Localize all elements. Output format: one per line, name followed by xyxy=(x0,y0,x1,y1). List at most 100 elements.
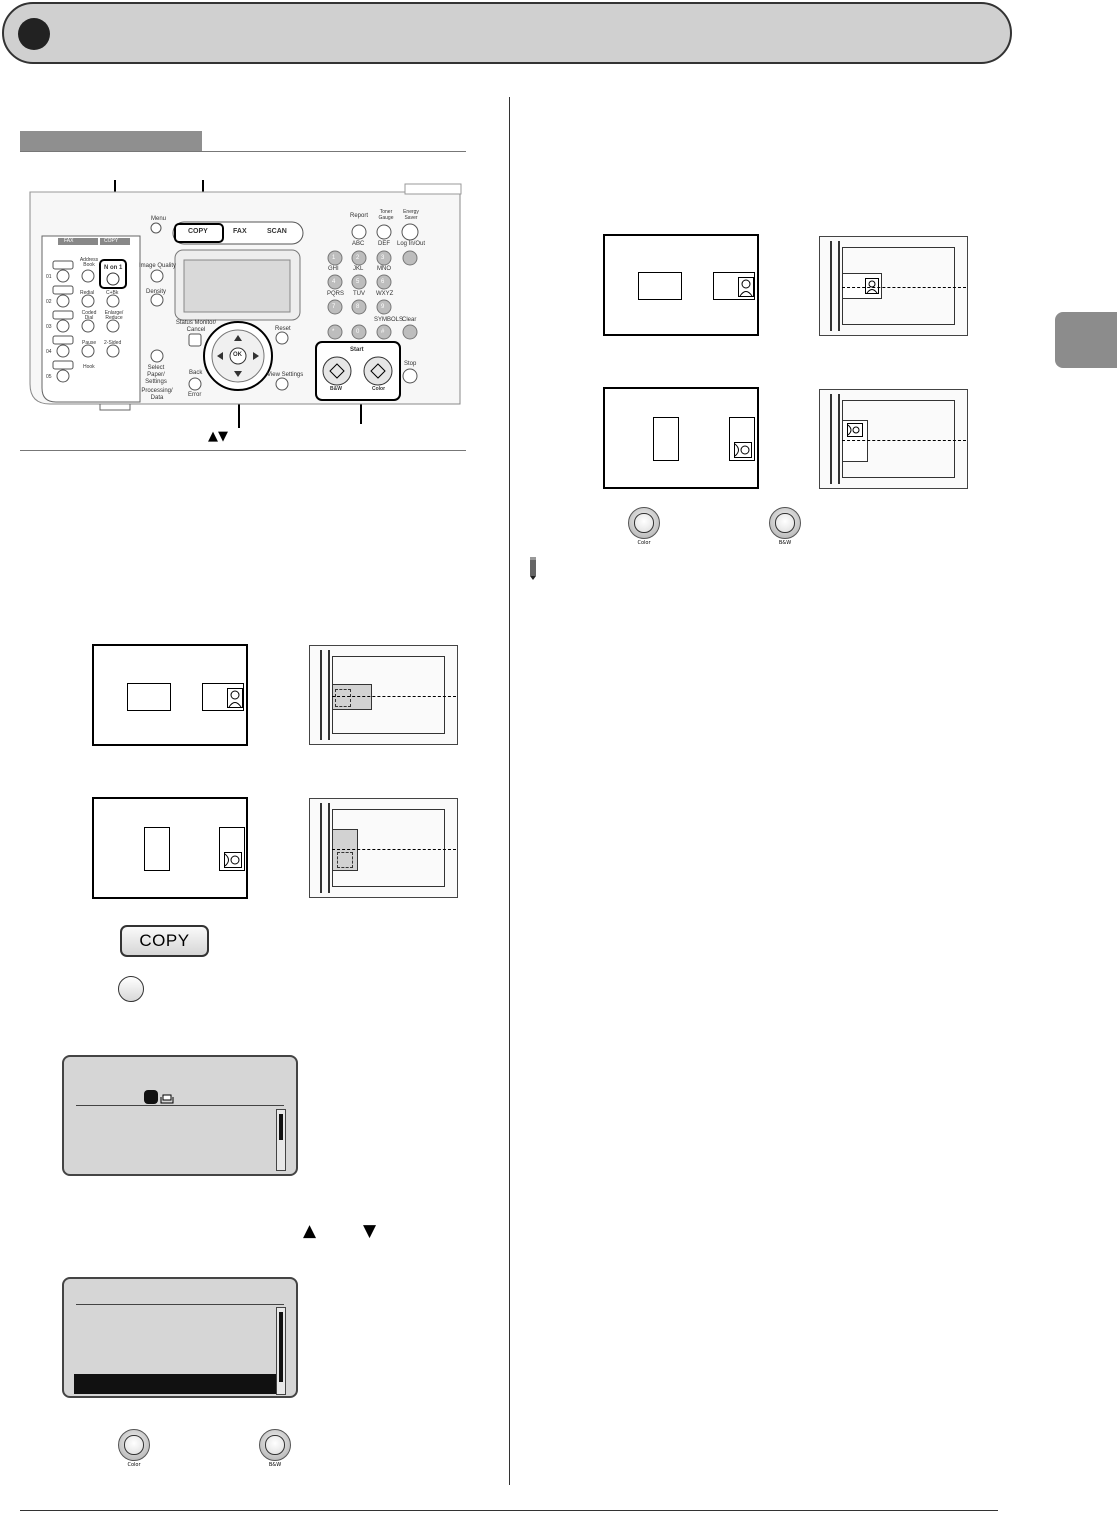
lcd-selected-row[interactable] xyxy=(74,1374,276,1394)
panel-num-5[interactable]: 5 xyxy=(356,279,360,285)
document-portrait-icon xyxy=(653,417,679,461)
lcd-scroll-thumb[interactable] xyxy=(279,1114,283,1140)
panel-ok-key[interactable]: OK xyxy=(233,352,242,358)
panel-num-9[interactable]: 9 xyxy=(381,304,385,310)
nin1-key-icon[interactable] xyxy=(118,976,144,1002)
document-on-glass-icon xyxy=(842,420,868,462)
panel-num-7[interactable]: 7 xyxy=(332,304,336,310)
panel-num-2[interactable]: 2 xyxy=(356,255,360,261)
panel-num-0[interactable]: 0 xyxy=(356,329,360,335)
panel-pqrs-label: PQRS xyxy=(327,291,345,297)
panel-cbk-key[interactable]: C+Bk xyxy=(106,290,119,296)
panel-num-3[interactable]: 3 xyxy=(381,255,385,261)
placement-figure-landscape-right xyxy=(603,234,759,336)
panel-toner-key[interactable]: Toner Gauge xyxy=(378,209,394,221)
panel-onetouch-01: 01 xyxy=(46,274,52,280)
panel-report-key[interactable]: Report xyxy=(350,213,369,219)
document-portrait-icon xyxy=(729,417,755,461)
color-start-key[interactable] xyxy=(628,507,660,539)
down-arrow-icon[interactable]: ▼ xyxy=(363,1221,377,1241)
column-divider xyxy=(509,97,510,1485)
panel-menu-key[interactable]: Menu xyxy=(151,216,167,222)
copy-button[interactable]: COPY xyxy=(120,925,209,957)
person-rotated-icon xyxy=(224,852,242,868)
section-heading-bar xyxy=(20,131,202,151)
panel-scan-tab[interactable]: SCAN xyxy=(267,228,287,235)
panel-redial-key[interactable]: Redial xyxy=(80,290,95,296)
panel-status-monitor-key[interactable]: Status Monitor/ Cancel xyxy=(175,320,217,333)
platen-glass-landscape-right xyxy=(819,236,968,336)
panel-copy-label: COPY xyxy=(104,238,119,244)
panel-stop-key[interactable]: Stop xyxy=(404,361,417,367)
panel-num-1[interactable]: 1 xyxy=(332,255,336,261)
bw-start-key[interactable] xyxy=(259,1429,291,1461)
panel-copy-tab[interactable]: COPY xyxy=(188,228,208,235)
panel-coded-dial-key[interactable]: Coded Dial xyxy=(81,310,97,321)
panel-num-6[interactable]: 6 xyxy=(381,279,385,285)
panel-error-label: Error xyxy=(188,392,202,398)
panel-bw-label: B&W xyxy=(330,386,342,392)
start-diamond-icon xyxy=(124,1435,144,1455)
color-start-key[interactable] xyxy=(118,1429,150,1461)
lcd-scrollbar[interactable] xyxy=(276,1307,286,1395)
panel-num-4[interactable]: 4 xyxy=(332,279,336,285)
panel-fax-label: FAX xyxy=(64,238,74,244)
panel-nin1-key[interactable]: N on 1 xyxy=(104,265,123,271)
panel-num-star[interactable]: * xyxy=(332,329,335,335)
up-arrow-icon[interactable]: ▲ xyxy=(303,1221,317,1241)
image-placeholder-icon xyxy=(337,852,353,868)
platen-rail xyxy=(320,803,330,893)
document-portrait-icon xyxy=(144,827,170,871)
start-diamond-icon xyxy=(265,1435,285,1455)
panel-address-book-key[interactable]: Address Book xyxy=(79,257,99,268)
bw-start-key[interactable] xyxy=(769,507,801,539)
panel-select-paper-key[interactable]: Select Paper/ Settings xyxy=(145,365,167,385)
platen-glass-portrait-right xyxy=(819,389,968,489)
footer-rule xyxy=(20,1510,998,1511)
document-on-glass-icon xyxy=(332,829,358,871)
panel-view-settings-key[interactable]: View Settings xyxy=(267,372,304,378)
bw-start-label: B&W xyxy=(268,1462,282,1468)
panel-color-label: Color xyxy=(372,386,386,392)
panel-reset-key[interactable]: Reset xyxy=(275,326,291,332)
panel-tuv-label: TUV xyxy=(353,291,365,297)
panel-image-quality-key[interactable]: Image Quality xyxy=(139,263,177,269)
panel-clear-key[interactable]: Clear xyxy=(402,317,417,323)
panel-wxyz-label: WXYZ xyxy=(376,291,394,297)
panel-login-key[interactable]: Log In/Out xyxy=(397,241,426,247)
lcd-screen-copy xyxy=(62,1055,298,1176)
document-landscape-icon xyxy=(127,683,171,711)
panel-enlarge-key[interactable]: Enlarge/ Reduce xyxy=(104,310,124,321)
panel-onetouch-03: 03 xyxy=(46,324,52,330)
pencil-note-icon xyxy=(530,557,536,580)
panel-2sided-key[interactable]: 2-Sided xyxy=(104,340,122,346)
color-start-label: Color xyxy=(127,1462,141,1468)
chapter-side-tab xyxy=(1055,312,1117,368)
operation-panel-illustration xyxy=(29,180,462,428)
panel-onetouch-05: 05 xyxy=(46,374,52,380)
document-landscape-icon xyxy=(202,683,244,711)
lcd-scrollbar[interactable] xyxy=(276,1109,286,1171)
center-guide-line xyxy=(842,440,966,441)
panel-symbols-label: SYMBOLS xyxy=(374,317,404,323)
panel-ghi-label: GHI xyxy=(328,266,339,272)
panel-fax-tab[interactable]: FAX xyxy=(233,228,247,235)
panel-hook-key[interactable]: Hook xyxy=(83,364,95,370)
person-icon xyxy=(227,688,243,708)
panel-num-8[interactable]: 8 xyxy=(356,304,360,310)
platen-rail xyxy=(830,241,840,331)
panel-jkl-label: JKL xyxy=(353,266,364,272)
panel-density-key[interactable]: Density xyxy=(146,289,167,295)
panel-pause-key[interactable]: Pause xyxy=(82,340,97,346)
placement-figure-portrait xyxy=(92,797,248,899)
panel-num-hash[interactable]: # xyxy=(381,329,385,335)
panel-back-key[interactable]: Back xyxy=(189,370,203,376)
panel-abc-label: ABC xyxy=(352,241,365,247)
lcd-scroll-thumb[interactable] xyxy=(279,1312,283,1382)
panel-energy-key[interactable]: Energy Saver xyxy=(403,209,419,221)
panel-start-label: Start xyxy=(350,347,364,353)
center-guide-line xyxy=(842,287,966,288)
lcd-divider xyxy=(76,1105,284,1106)
arrows-callout-label: ▲▼ xyxy=(208,429,228,444)
document-landscape-icon xyxy=(713,272,755,300)
